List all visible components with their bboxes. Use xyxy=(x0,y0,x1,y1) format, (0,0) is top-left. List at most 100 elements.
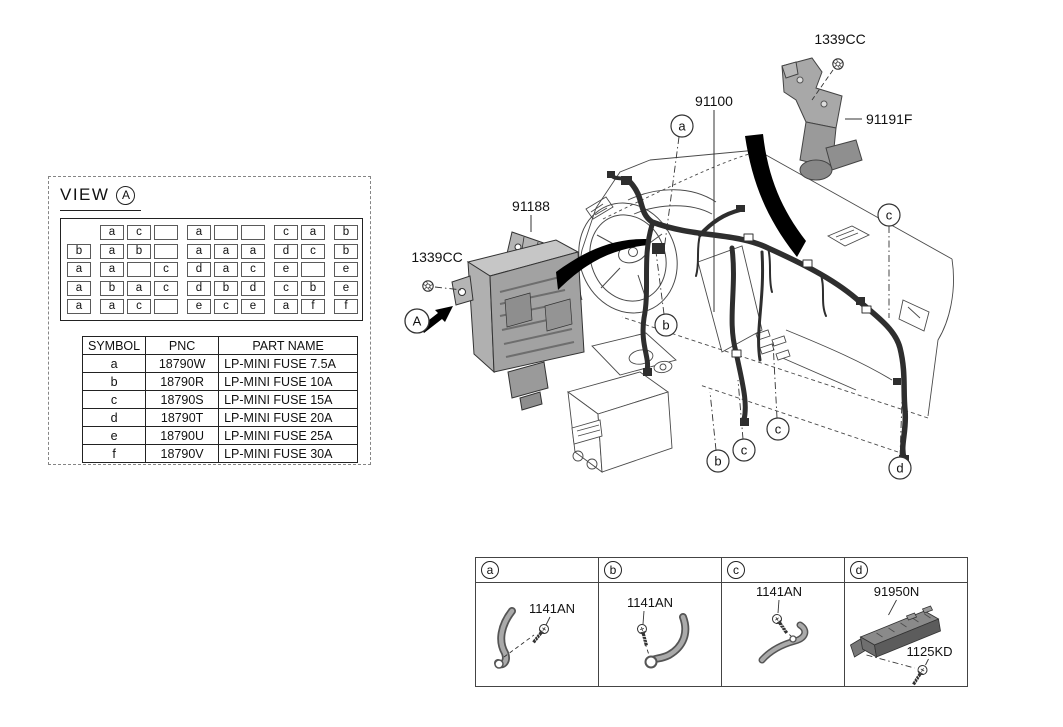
detail-column-b: b 1141AN xyxy=(598,558,721,686)
fuse-cell: a xyxy=(241,243,265,259)
fuse-cell: c xyxy=(127,299,151,314)
label-91188[interactable]: 91188 xyxy=(512,198,550,214)
fuse-cell: a xyxy=(274,299,298,314)
fuse-cell xyxy=(154,299,178,314)
callout-view-a-label: A xyxy=(413,314,422,329)
fuse-cell: a xyxy=(127,280,151,296)
detail-body-c: 1141AN xyxy=(722,583,844,686)
view-a-panel: VIEW A a c a c a b b a b a a xyxy=(48,176,371,465)
table-row: c 18790S LP-MINI FUSE 15A xyxy=(81,390,359,409)
detail-column-c: c 1141AN xyxy=(721,558,844,686)
callout-c[interactable]: c xyxy=(877,203,901,227)
fuse-cell: b xyxy=(100,280,124,296)
callout-a-label: a xyxy=(678,119,686,134)
label-1141an[interactable]: 1141AN xyxy=(756,584,802,599)
fuse-cell xyxy=(301,262,325,277)
detail-header-c: c xyxy=(722,558,844,583)
table-row: f 18790V LP-MINI FUSE 30A xyxy=(81,444,359,463)
callout-c-label: c xyxy=(775,422,782,437)
fuse-cell: c xyxy=(301,243,325,259)
fuse-cell: b xyxy=(301,280,325,296)
fuse-cell: c xyxy=(154,280,178,296)
center-console xyxy=(566,332,677,473)
callout-d-label: d xyxy=(896,461,903,476)
callout-b-label: b xyxy=(714,454,721,469)
detail-callout-c-badge: c xyxy=(727,561,745,579)
fuse-grid-row: a c a c a b xyxy=(67,225,362,240)
symbol-cell: f xyxy=(81,444,147,463)
callout-view-a[interactable]: A xyxy=(404,308,430,334)
pnc-cell: 18790T xyxy=(145,408,220,427)
label-1339cc-top[interactable]: 1339CC xyxy=(814,31,865,47)
detail-art-b: 1141AN xyxy=(627,595,690,669)
bolt-1339cc-left-icon xyxy=(422,280,434,292)
fuse-cell: c xyxy=(127,225,151,240)
label-1141an[interactable]: 1141AN xyxy=(529,601,575,616)
label-91191f[interactable]: 91191F xyxy=(866,111,912,127)
callout-b-label: b xyxy=(662,318,669,333)
detail-callout-a-badge: a xyxy=(481,561,499,579)
wiring-harness xyxy=(607,171,909,464)
callout-a[interactable]: a xyxy=(670,114,694,138)
fuse-cell xyxy=(154,225,178,240)
detail-header-d: d xyxy=(845,558,967,583)
col-header-pnc: PNC xyxy=(145,336,220,355)
symbol-cell: e xyxy=(81,426,147,445)
fuse-cell: d xyxy=(241,280,265,296)
detail-column-d: d 91950N 1125 xyxy=(844,558,967,686)
fuse-cell: c xyxy=(241,262,265,277)
fuse-cell: b xyxy=(334,243,358,259)
fuse-cell: c xyxy=(154,262,178,277)
fuse-cell: a xyxy=(187,225,211,240)
fuse-cell: a xyxy=(214,262,238,277)
fuse-cell xyxy=(214,225,238,240)
table-row: e 18790U LP-MINI FUSE 25A xyxy=(81,426,359,445)
fuse-cell: d xyxy=(274,243,298,259)
screw-1141an-icon xyxy=(769,611,793,638)
callout-c[interactable]: c xyxy=(732,438,756,462)
symbol-cell: d xyxy=(81,408,147,427)
part-name-cell: LP-MINI FUSE 10A xyxy=(218,372,359,391)
fuse-cell xyxy=(127,262,151,277)
fuse-cell: a xyxy=(67,280,91,296)
fuse-cell: b xyxy=(127,243,151,259)
fuse-cell: a xyxy=(301,225,325,240)
module-91950n xyxy=(850,605,941,658)
fuse-grid-row: a b a c d b d c b e xyxy=(67,280,362,296)
label-91100[interactable]: 91100 xyxy=(695,93,733,109)
callout-c[interactable]: c xyxy=(766,417,790,441)
label-91950n[interactable]: 91950N xyxy=(874,584,920,599)
detail-table: a 1141AN b xyxy=(475,557,968,687)
fuse-cell: e xyxy=(274,262,298,277)
fuse-cell xyxy=(241,225,265,240)
table-row: a 18790W LP-MINI FUSE 7.5A xyxy=(81,354,359,373)
callout-b[interactable]: b xyxy=(706,449,730,473)
view-title: VIEW A xyxy=(60,185,142,211)
view-letter-badge: A xyxy=(116,185,136,205)
label-1125kd[interactable]: 1125KD xyxy=(906,644,952,659)
fuse-cell: b xyxy=(67,243,91,259)
fuse-cell: a xyxy=(67,299,91,314)
detail-art-d: 91950N 1125KD xyxy=(850,584,953,686)
fuse-cell: c xyxy=(274,280,298,296)
screw-1141an-icon xyxy=(634,621,653,649)
callout-b[interactable]: b xyxy=(654,313,678,337)
symbol-table: SYMBOL PNC PART NAME a 18790W LP-MINI FU… xyxy=(81,336,359,463)
junction-box-91188 xyxy=(451,231,585,411)
fuse-cell: d xyxy=(187,280,211,296)
label-1339cc-left[interactable]: 1339CC xyxy=(411,249,462,265)
label-1141an[interactable]: 1141AN xyxy=(627,595,673,610)
table-row: d 18790T LP-MINI FUSE 20A xyxy=(81,408,359,427)
fuse-cell: a xyxy=(100,299,124,314)
symbol-cell: c xyxy=(81,390,147,409)
fuse-cell: e xyxy=(334,262,358,277)
fuse-cell: a xyxy=(100,262,124,277)
fuse-grid-row: a a c e c e a f f xyxy=(67,299,362,314)
detail-body-b: 1141AN xyxy=(599,583,721,686)
fuse-cell: b xyxy=(214,280,238,296)
leader-lines xyxy=(434,69,903,458)
callout-c-label: c xyxy=(886,208,893,223)
fuse-cell: e xyxy=(241,299,265,314)
part-name-cell: LP-MINI FUSE 15A xyxy=(218,390,359,409)
callout-d[interactable]: d xyxy=(888,456,912,480)
